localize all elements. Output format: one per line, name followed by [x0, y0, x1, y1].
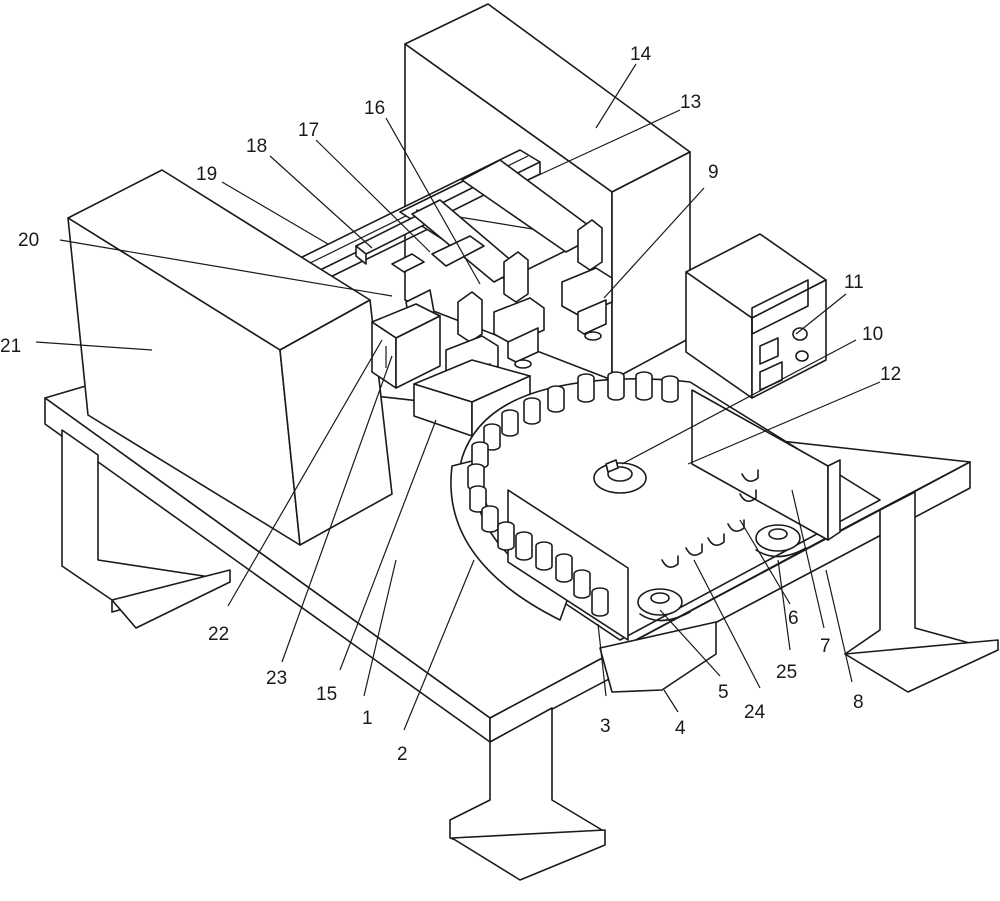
gear-plates [593, 459, 807, 622]
label-18: 18 [246, 136, 267, 157]
label-16: 16 [364, 98, 385, 119]
control-box [685, 233, 827, 399]
label-2: 2 [397, 744, 408, 765]
label-9: 9 [708, 162, 719, 183]
label-5: 5 [718, 682, 729, 703]
label-3: 3 [600, 716, 611, 737]
label-8: 8 [853, 692, 864, 713]
label-23: 23 [266, 668, 287, 689]
label-19: 19 [196, 164, 217, 185]
leader-lines [35, 63, 881, 731]
label-4: 4 [675, 718, 686, 739]
label-10: 10 [862, 324, 883, 345]
left-housing [67, 169, 441, 546]
label-13: 13 [680, 92, 701, 113]
label-12: 12 [880, 364, 901, 385]
label-17: 17 [298, 120, 319, 141]
label-21: 21 [0, 336, 21, 357]
empty-holders [661, 469, 759, 568]
gantry-rails [291, 149, 601, 325]
label-25: 25 [776, 662, 797, 683]
label-6: 6 [788, 608, 799, 629]
workpieces [467, 371, 679, 617]
label-20: 20 [18, 230, 39, 251]
label-7: 7 [820, 636, 831, 657]
label-11: 11 [844, 272, 864, 293]
label-14: 14 [630, 44, 652, 65]
label-24: 24 [744, 702, 766, 723]
reference-labels: 1 2 3 4 5 6 7 8 9 10 11 12 13 14 15 16 1… [0, 44, 901, 765]
label-15: 15 [316, 684, 337, 705]
label-1: 1 [362, 708, 373, 729]
label-22: 22 [208, 624, 229, 645]
